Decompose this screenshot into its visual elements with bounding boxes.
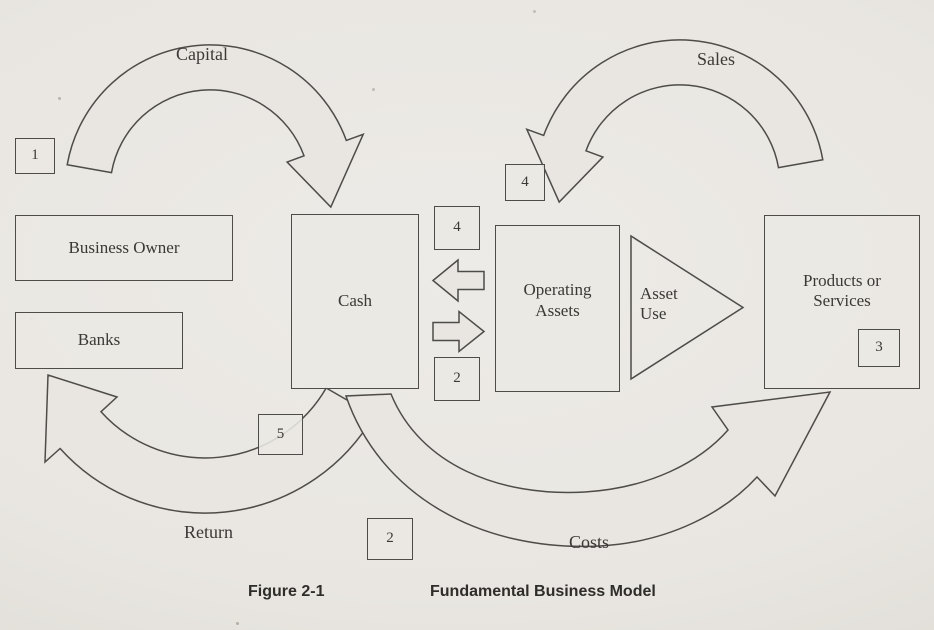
asset-use-triangle [630,234,745,381]
marker-1-box: 1 [15,138,55,174]
products-services-box: Products or Services 3 [764,215,920,389]
sales-arrow [525,39,824,204]
operating-assets-box: Operating Assets [495,225,620,392]
capital-flow-label: Capital [176,44,228,64]
figure-caption-number: Figure 2-1 [248,583,325,600]
cash-in-arrow-icon [431,258,485,303]
return-arrow [44,373,375,514]
capital-arrow [66,44,365,209]
marker-2-costs-label: 2 [386,530,394,547]
marker-5-label: 5 [276,425,285,442]
marker-2-flow-box: 2 [434,357,480,401]
cash-box: Cash [291,214,419,389]
marker-2-costs-box: 2 [367,518,413,560]
marker-3-box: 3 [858,329,900,367]
business-owner-label: Business Owner [68,237,180,257]
costs-arrow [344,391,832,548]
banks-label: Banks [77,330,121,350]
business-owner-box: Business Owner [15,215,233,281]
marker-5-box: 5 [258,414,303,455]
banks-box: Banks [15,312,183,369]
marker-4-sales-box: 4 [505,164,545,201]
cash-out-arrow-icon [432,309,486,354]
marker-4-flow-box: 4 [434,206,480,250]
asset-use-label: Asset Use [640,284,678,324]
marker-4-flow-label: 4 [453,219,461,236]
figure-caption-title: Fundamental Business Model [430,583,656,600]
operating-assets-label: Operating Assets [523,280,592,320]
photo-noise-dots [58,97,61,100]
products-services-label: Products or Services [803,270,881,310]
marker-2-flow-label: 2 [453,370,461,387]
costs-flow-label: Costs [569,532,610,552]
marker-3-label: 3 [875,339,883,356]
return-flow-label: Return [184,522,233,542]
marker-1-label: 1 [31,147,39,164]
sales-flow-label: Sales [697,49,735,69]
marker-4-sales-label: 4 [521,173,529,190]
cash-label: Cash [338,291,372,311]
